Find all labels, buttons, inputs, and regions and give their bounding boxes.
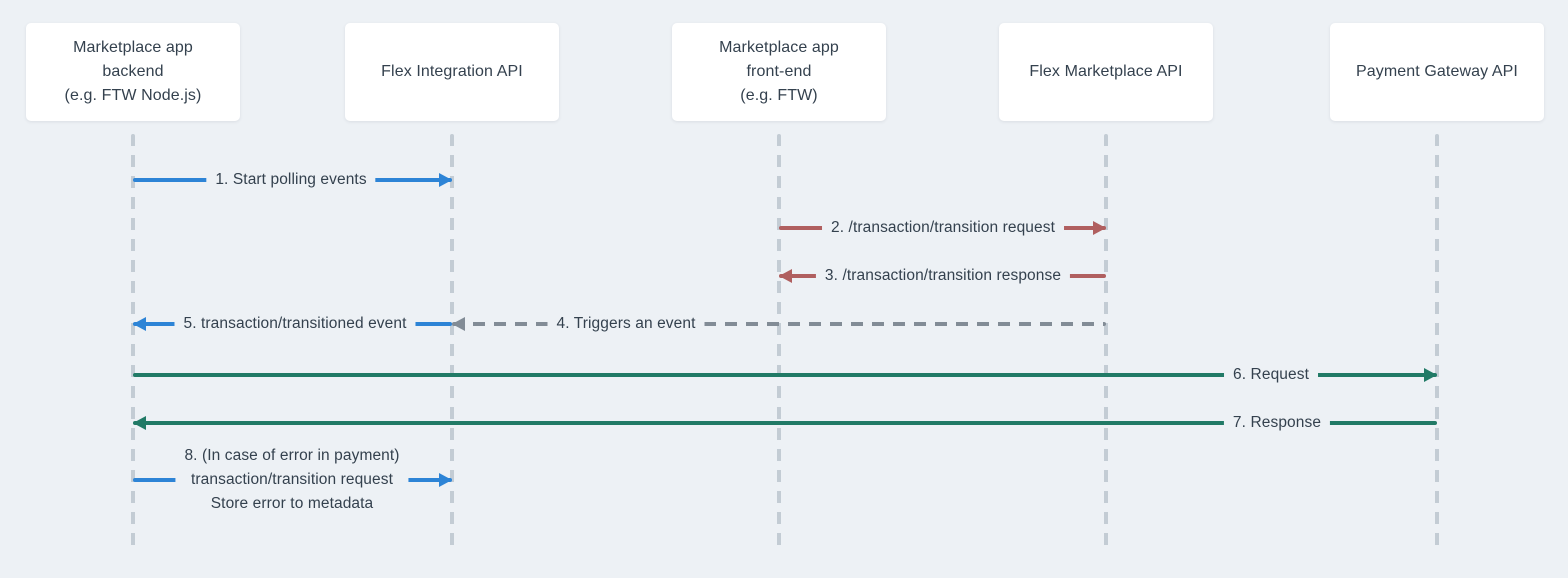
- message-5-label: 5. transaction/transitioned event: [174, 312, 416, 336]
- message-6-line: [133, 373, 1437, 377]
- message-3-arrowhead: [779, 269, 792, 283]
- actor-label-frontend: Marketplace app front-end (e.g. FTW): [719, 39, 839, 104]
- message-1-arrowhead: [439, 173, 452, 187]
- message-6-arrowhead: [1424, 368, 1437, 382]
- lifeline-flex-integration-api: [450, 134, 454, 550]
- actor-box-flex-marketplace-api: Flex Marketplace API: [999, 23, 1213, 121]
- message-4-arrowhead: [452, 317, 465, 331]
- lifeline-payment-gateway-api: [1435, 134, 1439, 550]
- lifeline-backend: [131, 134, 135, 550]
- actor-label-backend: Marketplace app backend (e.g. FTW Node.j…: [64, 39, 202, 104]
- message-7-arrowhead: [133, 416, 146, 430]
- message-2-arrowhead: [1093, 221, 1106, 235]
- actor-label-payment-gateway-api: Payment Gateway API: [1356, 63, 1518, 80]
- actor-label-flex-marketplace-api: Flex Marketplace API: [1029, 63, 1183, 80]
- actor-box-frontend: Marketplace app front-end (e.g. FTW): [672, 23, 886, 121]
- message-5-arrowhead: [133, 317, 146, 331]
- message-6-label: 6. Request: [1224, 363, 1318, 387]
- message-4-line: [452, 322, 1106, 326]
- actor-label-flex-integration-api: Flex Integration API: [381, 63, 523, 80]
- message-7-line: [133, 421, 1437, 425]
- lifeline-frontend: [777, 134, 781, 550]
- actor-box-payment-gateway-api: Payment Gateway API: [1330, 23, 1544, 121]
- message-7-label: 7. Response: [1223, 411, 1331, 435]
- message-3-label: 3. /transaction/transition response: [815, 264, 1071, 288]
- lifeline-flex-marketplace-api: [1104, 134, 1108, 550]
- message-4-label: 4. Triggers an event: [547, 312, 705, 336]
- message-8-arrowhead: [439, 473, 452, 487]
- message-2-label: 2. /transaction/transition request: [822, 216, 1064, 240]
- message-1-label: 1. Start polling events: [206, 168, 376, 192]
- message-8-label: 8. (In case of error in payment) transac…: [175, 444, 409, 516]
- actor-box-flex-integration-api: Flex Integration API: [345, 23, 559, 121]
- actor-box-backend: Marketplace app backend (e.g. FTW Node.j…: [26, 23, 240, 121]
